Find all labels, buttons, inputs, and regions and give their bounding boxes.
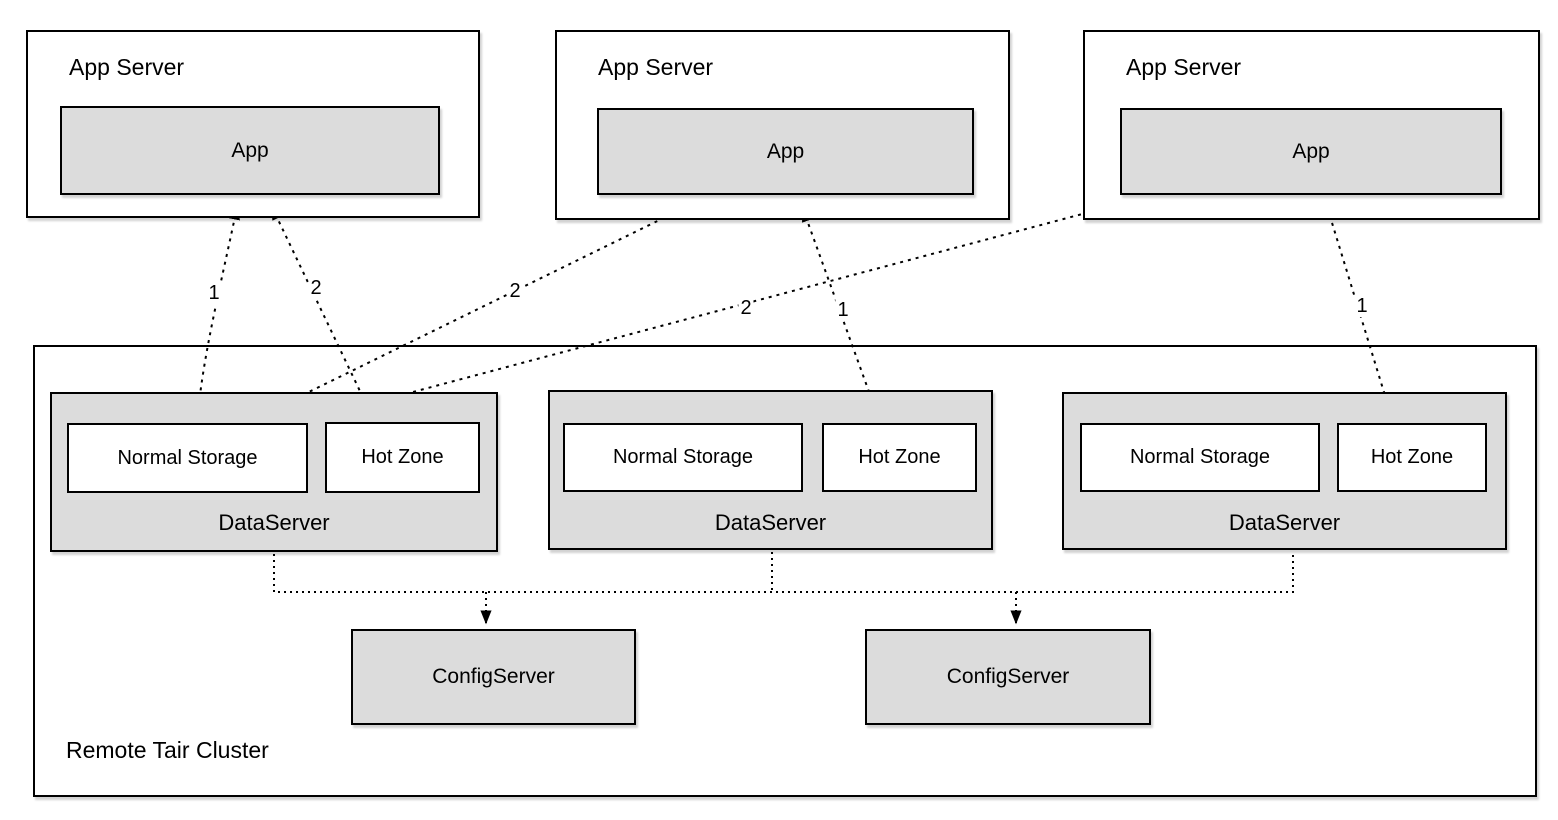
config-server-1-label: ConfigServer	[432, 665, 555, 688]
app-server-3-app-label: App	[1292, 139, 1330, 163]
dataserver-3-hot-zone: Hot Zone	[1337, 423, 1487, 492]
dataserver-3-label: DataServer	[1228, 510, 1341, 535]
app-server-3-app: App	[1120, 108, 1502, 195]
app-server-1-title: App Server	[69, 54, 185, 80]
edge-label-app1-2: 2	[308, 277, 324, 299]
dataserver-1-hot-zone-label: Hot Zone	[361, 446, 444, 468]
config-server-2-label: ConfigServer	[946, 665, 1070, 688]
edge-label-app2-2: 2	[507, 280, 523, 302]
edge-label-app1-1: 1	[206, 282, 222, 304]
remote-tair-cluster: Remote Tair Cluster	[33, 345, 1537, 797]
dataserver-3-normal-storage-label: Normal Storage	[1129, 446, 1271, 468]
app-server-2: App Server App	[555, 30, 1010, 220]
app-server-3-title: App Server	[1126, 54, 1242, 80]
dataserver-1-normal-storage: Normal Storage	[67, 423, 308, 493]
dataserver-2-hot-zone-label: Hot Zone	[858, 446, 941, 468]
config-server-1: ConfigServer	[351, 629, 636, 725]
app-server-2-app-label: App	[766, 139, 805, 163]
dataserver-2-normal-storage-label: Normal Storage	[612, 446, 754, 468]
app-server-1-app-label: App	[231, 138, 269, 162]
app-server-2-app: App	[597, 108, 974, 195]
app-server-1: App Server App	[26, 30, 480, 218]
edge-label-app2-1: 1	[835, 299, 851, 321]
dataserver-2-normal-storage: Normal Storage	[563, 423, 803, 492]
edge-label-app3-2: 2	[738, 297, 754, 319]
app-server-1-app: App	[60, 106, 440, 195]
dataserver-3: Normal Storage Hot Zone DataServer	[1062, 392, 1507, 550]
remote-tair-cluster-label: Remote Tair Cluster	[66, 737, 269, 763]
dataserver-2: Normal Storage Hot Zone DataServer	[548, 390, 993, 550]
config-server-2: ConfigServer	[865, 629, 1151, 725]
dataserver-1-label: DataServer	[218, 510, 330, 535]
app-server-3: App Server App	[1083, 30, 1540, 220]
dataserver-3-hot-zone-label: Hot Zone	[1370, 446, 1454, 468]
dataserver-1-normal-storage-label: Normal Storage	[117, 446, 258, 469]
dataserver-2-hot-zone: Hot Zone	[822, 423, 977, 492]
dataserver-1-hot-zone: Hot Zone	[325, 422, 480, 493]
dataserver-1: Normal Storage Hot Zone DataServer	[50, 392, 498, 552]
dataserver-3-normal-storage: Normal Storage	[1080, 423, 1320, 492]
app-server-2-title: App Server	[598, 54, 714, 80]
dataserver-2-label: DataServer	[714, 510, 827, 535]
edge-label-app3-1: 1	[1354, 295, 1370, 317]
